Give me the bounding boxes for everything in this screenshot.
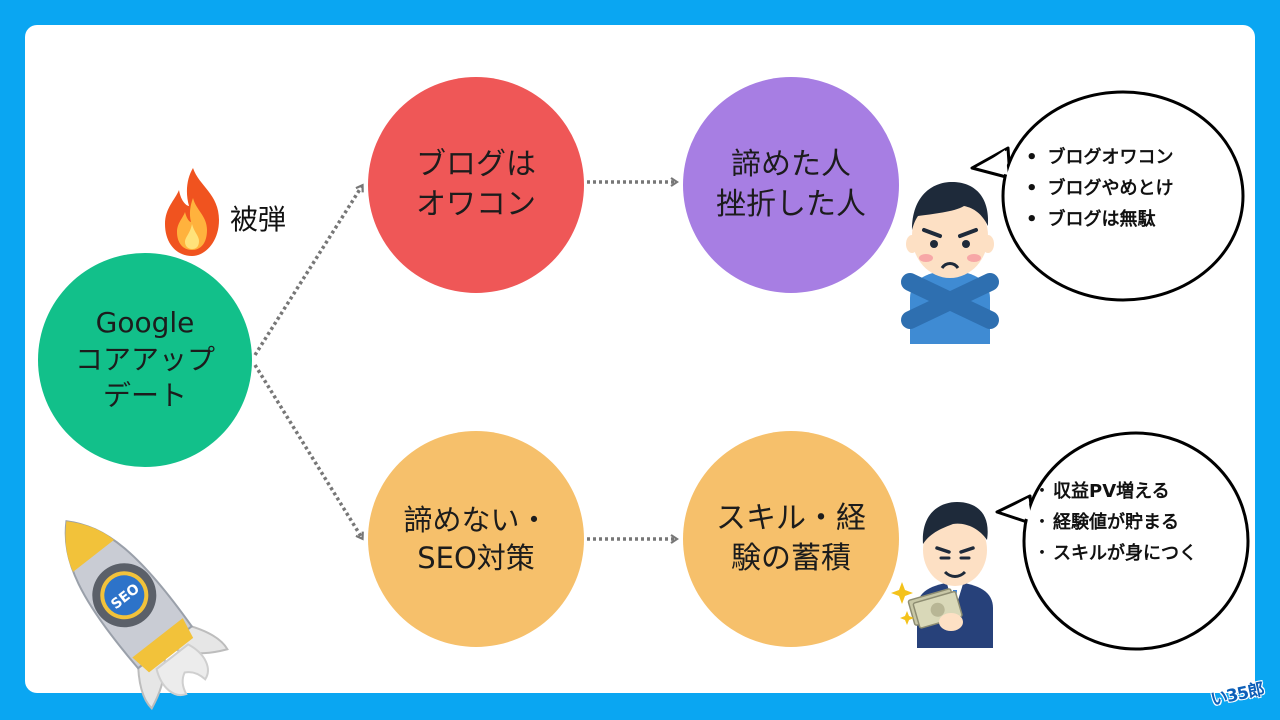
bubble-item: スキルが身につく: [1033, 538, 1197, 569]
arrow-start-to-bottom: [253, 364, 364, 541]
node-line: 挫折した人: [716, 187, 866, 222]
node-line: 諦めた人: [731, 147, 851, 183]
angry-man-icon: [901, 182, 999, 344]
node-line: SEO対策: [417, 541, 535, 575]
hit-label: 被弾: [230, 203, 287, 236]
node-line: 諦めない・: [403, 502, 549, 537]
rocket-icon: SEO: [64, 520, 229, 710]
node-line: コアアップ: [74, 342, 215, 376]
node-line: オワコン: [416, 187, 536, 222]
negative-bubble-list: ブログオワコン ブログやめとけ ブログは無駄: [1026, 142, 1174, 235]
node-blog-is-dead: ブログは オワコン: [368, 77, 584, 293]
bubble-item: 収益PV増える: [1033, 476, 1197, 507]
node-keep-seo: 諦めない・ SEO対策: [368, 431, 584, 647]
bubble-item: ブログやめとけ: [1026, 173, 1174, 204]
positive-bubble-list: 収益PV増える 経験値が貯まる スキルが身につく: [1033, 476, 1197, 569]
node-line: ブログは: [416, 147, 536, 183]
fire-icon: [165, 168, 219, 256]
money-man-icon: [891, 502, 993, 648]
node-line: デート: [102, 379, 187, 413]
bubble-item: 経験値が貯まる: [1033, 507, 1197, 538]
node-line: 験の蓄積: [731, 541, 851, 576]
node-skill-experience: スキル・経 験の蓄積: [683, 431, 899, 647]
node-google-core-update: Google コアアップ デート: [38, 253, 252, 467]
node-gave-up: 諦めた人 挫折した人: [683, 77, 899, 293]
bubble-item: ブログオワコン: [1026, 142, 1174, 173]
node-line: Google: [95, 305, 195, 339]
node-line: スキル・経: [716, 501, 866, 537]
bubble-item: ブログは無駄: [1026, 204, 1174, 235]
